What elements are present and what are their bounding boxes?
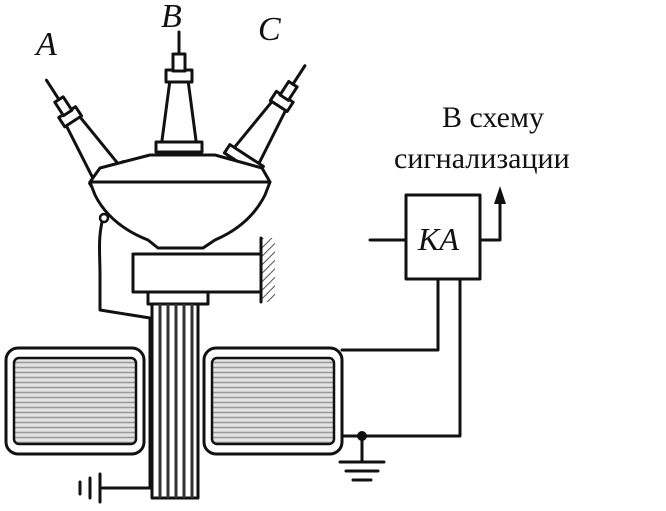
right-coil [202,346,344,456]
phase-label-c: C [258,11,281,48]
mounting-bracket [131,236,275,306]
phase-label-b: B [161,0,182,35]
ground-left-icon [78,472,102,504]
phase-label-a: A [34,26,57,63]
left-coil [4,346,146,456]
bushing-c [222,64,307,177]
coil-to-relay-wires [340,277,462,441]
signal-output [478,186,506,242]
bushing-b [154,30,204,154]
ground-right-icon [338,434,386,482]
wall-hatch [261,238,275,302]
relay-ka: KA [404,193,482,281]
arrow-up-icon [494,186,506,204]
transformer-tank-top [88,153,272,250]
inner-ground-wire [98,212,152,490]
relay-label: KA [417,221,459,257]
signal-caption-line2: сигнализации [394,142,570,175]
core-column [150,302,200,500]
signal-caption-line1: В схему [442,101,544,134]
